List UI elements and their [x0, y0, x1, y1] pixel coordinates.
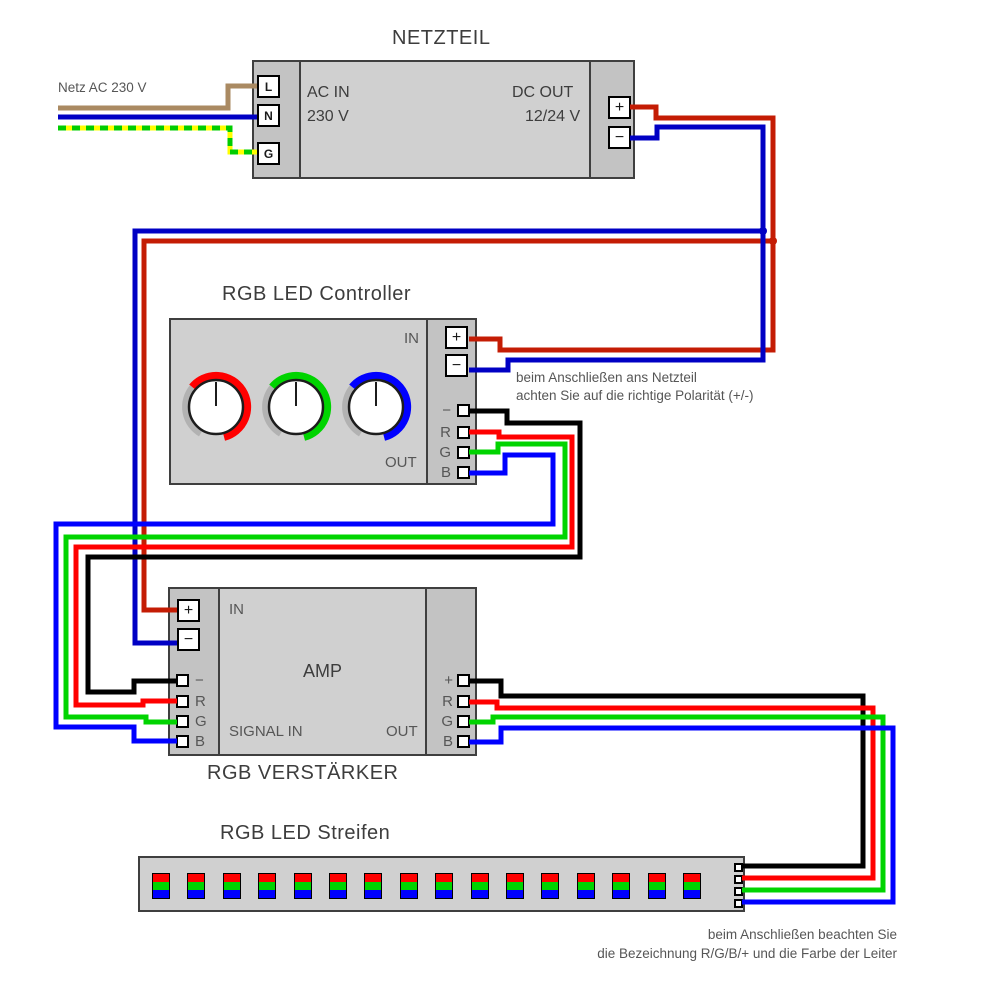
wire-strip-plus	[469, 678, 866, 869]
amp-in-pin-minus	[176, 674, 189, 687]
amp-out-pin-label-r: R	[442, 693, 453, 710]
wire-mains-earth-dash	[58, 125, 257, 155]
led-cell	[329, 873, 347, 899]
controller-pin-minus	[457, 404, 470, 417]
amp-out-pin-label-plus: +	[444, 672, 453, 689]
controller-pin-label-r: R	[440, 424, 451, 441]
amp-out-pin-g	[457, 715, 470, 728]
controller-out-label: OUT	[385, 454, 417, 471]
mains-label: Netz AC 230 V	[58, 80, 147, 95]
controller-pin-label-b: B	[440, 464, 451, 481]
led-cell	[647, 873, 666, 899]
terminal-n: N	[257, 104, 280, 127]
led-cell	[258, 873, 277, 899]
controller-in-label: IN	[404, 330, 419, 347]
dc-out-voltage: 12/24 V	[525, 108, 581, 125]
strip-note-line2: die Bezeichnung R/G/B/+ und die Farbe de…	[597, 946, 897, 961]
amp-in-label: IN	[229, 601, 244, 618]
strip-note-line1: beim Anschließen beachten Sie	[707, 927, 897, 942]
amp-minus-terminal: −	[177, 628, 200, 651]
controller-plus-terminal: +	[445, 326, 468, 349]
led-cell	[612, 873, 631, 899]
led-cell	[470, 873, 489, 899]
green-knob[interactable]	[256, 367, 336, 447]
strip-title: RGB LED Streifen	[220, 822, 391, 844]
amp-plus-terminal: +	[177, 599, 200, 622]
wire-mains-earth-base	[58, 125, 257, 155]
controller-pin-label-minus: −	[442, 402, 451, 419]
amp-in-pin-g	[176, 715, 189, 728]
amp-out-label: OUT	[386, 723, 418, 740]
red-knob[interactable]	[176, 367, 256, 447]
led-cell	[399, 873, 418, 899]
ac-in-voltage: 230 V	[307, 108, 349, 125]
strip-connector-pin-green	[734, 887, 743, 896]
netzteil-minus-terminal: −	[608, 126, 631, 149]
led-cell	[187, 873, 206, 899]
amp-label: AMP	[303, 661, 343, 681]
led-cell	[506, 873, 524, 899]
amp-in-pin-label-r: R	[195, 693, 206, 710]
amp-title: RGB VERSTÄRKER	[207, 762, 399, 784]
controller-pin-b	[457, 466, 470, 479]
controller-pin-label-g: G	[439, 444, 451, 461]
strip-connector-pin-red	[734, 875, 743, 884]
terminal-l: L	[257, 75, 280, 98]
dc-out-label: DC OUT	[512, 84, 574, 101]
strip-connector-pin-black	[734, 863, 743, 872]
ac-in-label: AC IN	[307, 84, 350, 101]
controller-pin-r	[457, 426, 470, 439]
amp-out-pin-plus	[457, 674, 470, 687]
polarity-note-line2: achten Sie auf die richtige Polarität (+…	[516, 388, 754, 403]
led-cell	[576, 873, 595, 899]
wire-strip-r	[469, 699, 876, 881]
led-cell	[152, 873, 170, 899]
amp-out-pin-label-g: G	[441, 713, 453, 730]
controller-minus-terminal: −	[445, 354, 468, 377]
led-cell	[222, 873, 241, 899]
strip-connector-pin-blue	[734, 899, 743, 908]
amp-signal-in-label: SIGNAL IN	[229, 723, 303, 740]
controller-pin-g	[457, 446, 470, 459]
amp-out-pin-label-b: B	[442, 733, 453, 750]
controller-title: RGB LED Controller	[222, 283, 412, 305]
amp-out-pin-r	[457, 695, 470, 708]
junction-dc-plus	[769, 237, 777, 245]
amp-in-pin-label-minus: −	[195, 672, 204, 689]
led-cell	[364, 873, 383, 899]
amp-out-pin-b	[457, 735, 470, 748]
led-cell	[541, 873, 560, 899]
blue-knob[interactable]	[336, 367, 416, 447]
amp-in-pin-r	[176, 695, 189, 708]
terminal-g: G	[257, 142, 280, 165]
netzteil-plus-terminal: +	[608, 96, 631, 119]
strip-note: beim Anschließen beachten Sie die Bezeic…	[500, 925, 897, 963]
amp-in-pin-b	[176, 735, 189, 748]
led-cell	[293, 873, 312, 899]
netzteil-title: NETZTEIL	[392, 27, 491, 49]
led-cell	[683, 873, 701, 899]
led-strip	[138, 856, 745, 912]
netzteil-output-terminal-strip	[589, 62, 633, 177]
led-row	[140, 858, 743, 910]
polarity-note-line1: beim Anschließen ans Netzteil	[516, 370, 697, 385]
junction-dc-minus	[759, 227, 767, 235]
led-cell	[435, 873, 454, 899]
amp-in-pin-label-b: B	[195, 733, 206, 750]
amp-in-pin-label-g: G	[195, 713, 207, 730]
